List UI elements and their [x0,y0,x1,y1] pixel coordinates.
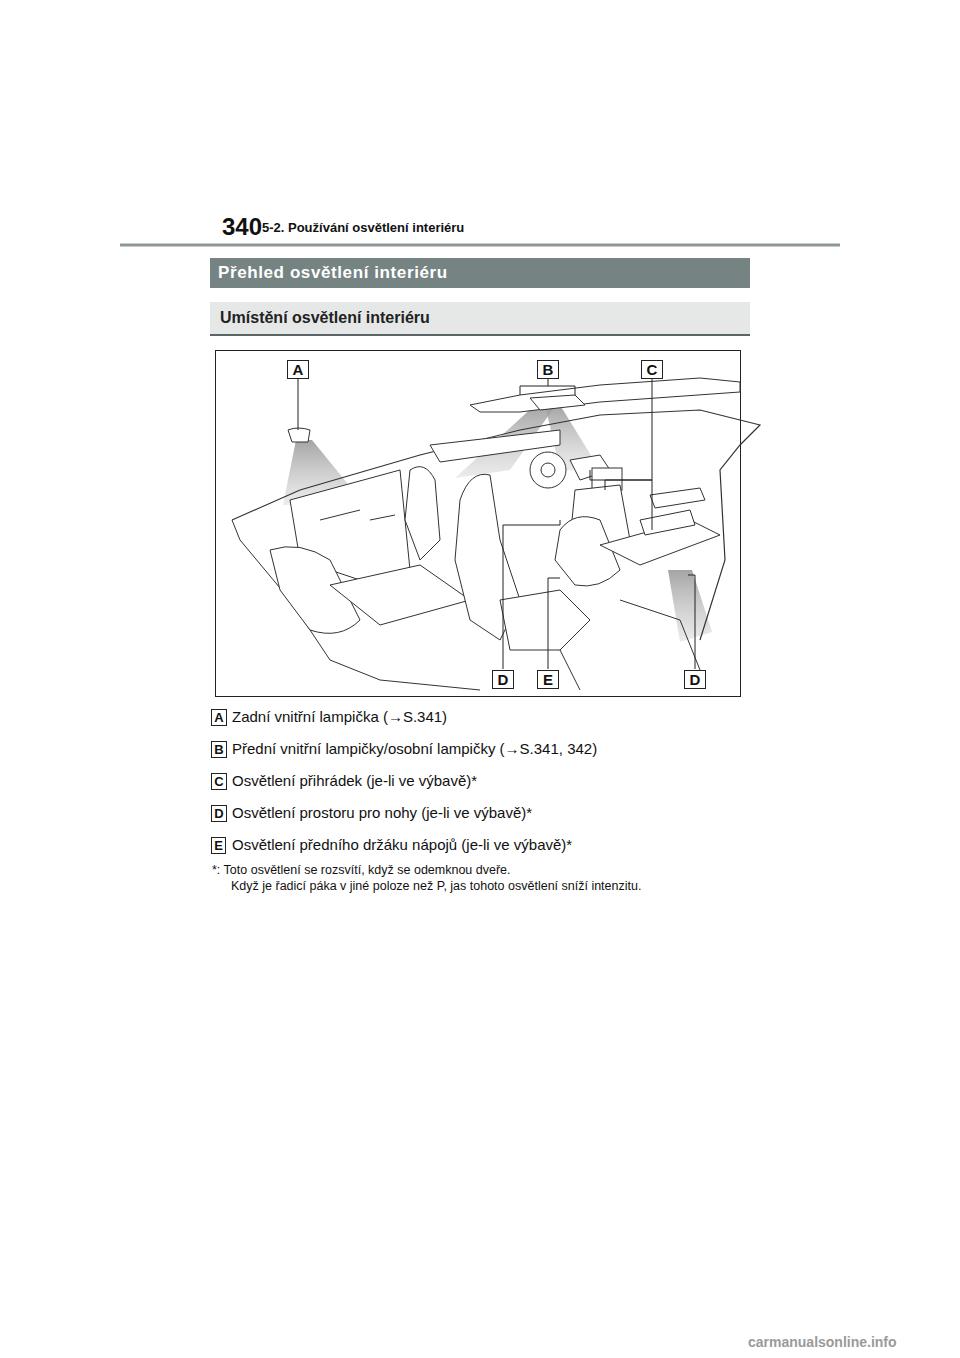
letter-text: C [214,774,223,789]
title-band [210,258,750,288]
car-interior-illustration [232,378,760,690]
letter-text: E [543,671,553,688]
list-text: Zadní vnitřní lampička (→S.341) [232,708,447,725]
letter-text: E [214,838,223,853]
header-rule [120,244,840,247]
letter-text: A [293,361,304,378]
letter-text: D [690,671,701,688]
list-text: Osvětlení přihrádek (je-li ve výbavě)* [232,772,477,789]
running-header: 5-2. Používání osvětlení interiéru [262,220,464,235]
callout-letter: B [537,360,559,379]
callout-letter: C [641,360,663,379]
list-text: Osvětlení prostoru pro nohy (je-li ve vý… [232,804,532,821]
letter-text: D [498,671,509,688]
callout-letter: D [684,670,706,689]
footnote-text: Když je řadicí páka v jiné poloze než P,… [231,879,641,893]
list-letter: A [211,709,227,726]
subheading-rule [210,334,750,336]
letter-text: A [214,710,223,725]
subheading-text: Umístění osvětlení interiéru [220,309,430,326]
footnote-text: *: Toto osvětlení se rozsvítí, když se o… [212,863,511,877]
list-letter: C [211,773,227,790]
callout-letter: D [492,670,514,689]
list-text: Osvětlení předního držáku nápojů (je-li … [232,836,572,853]
page-number: 340 [222,213,262,241]
callout-letter: A [287,360,309,379]
list-letter: B [211,741,227,758]
callout-letter: E [537,670,559,689]
list-text: Přední vnitřní lampičky/osobní lampičky … [232,740,597,757]
subheading-band: Umístění osvětlení interiéru [212,303,748,334]
figure-frame [216,351,741,697]
letter-text: C [647,361,658,378]
list-letter: D [211,805,227,822]
letter-text: B [543,361,554,378]
subheading-band [210,302,750,334]
watermark: carmanualsonline.info [748,1334,897,1350]
list-letter: E [211,837,226,854]
letter-text: B [214,742,223,757]
letter-text: D [214,806,223,821]
section-title: Přehled osvětlení interiéru [218,263,448,283]
leader-lines [298,379,695,669]
